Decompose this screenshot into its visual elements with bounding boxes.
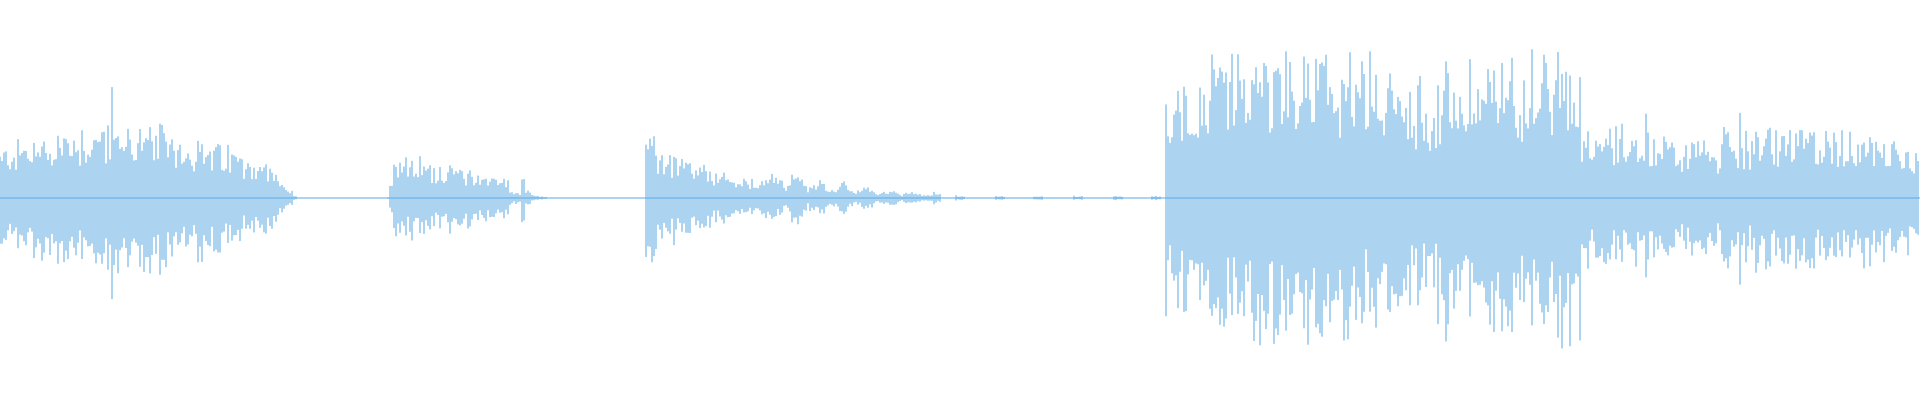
waveform-bars: [0, 49, 1919, 349]
